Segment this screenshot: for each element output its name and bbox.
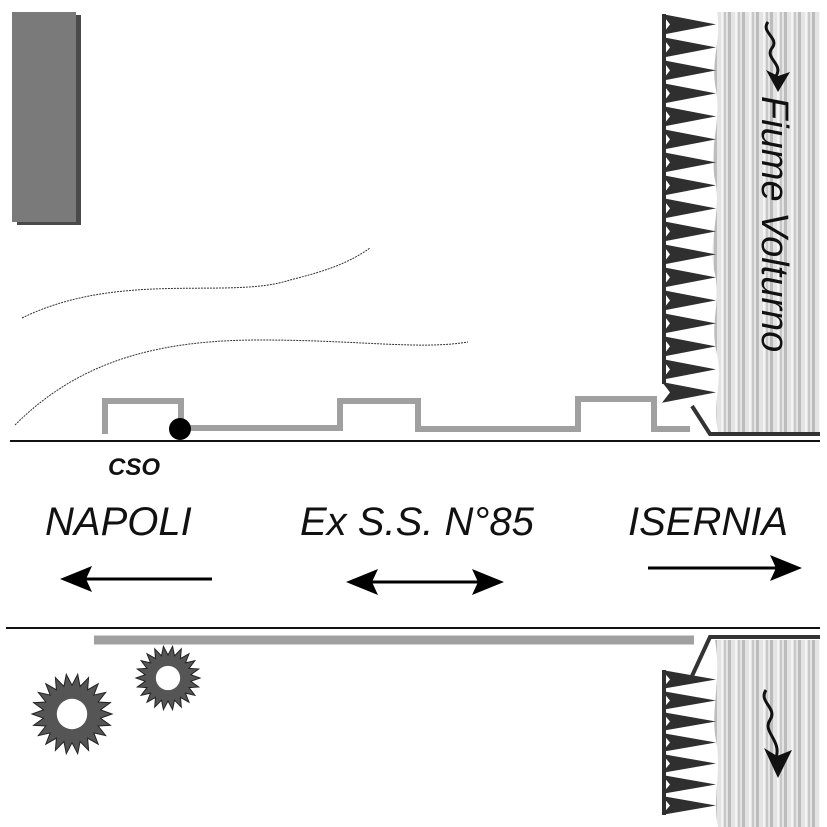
embankment-tooth — [662, 775, 716, 794]
embankment-tooth — [662, 313, 716, 334]
embankment-tooth — [662, 106, 716, 127]
double-arrow-icon — [346, 569, 504, 595]
embankment-tooth — [662, 670, 716, 689]
shrub-center — [56, 698, 88, 730]
arrow-right-icon — [648, 555, 802, 581]
flow-arrow-head-lower — [764, 748, 792, 778]
embankment-upper — [662, 14, 716, 403]
flow-arrow-head-upper — [766, 70, 790, 92]
river-upper — [712, 12, 820, 432]
embankment-tooth — [662, 359, 716, 380]
wavy-arrow-down-icon — [762, 689, 779, 759]
shrub-center — [155, 665, 181, 691]
embankment-tooth — [662, 336, 716, 357]
contour-lines — [14, 247, 469, 426]
embankment-lower — [662, 670, 716, 815]
embankment-tooth — [662, 37, 716, 58]
embankment-tooth — [662, 796, 716, 815]
embankment-tooth — [662, 14, 716, 35]
cso-label: CSO — [108, 454, 160, 481]
embankment-tooth — [662, 221, 716, 242]
cso-point-icon — [169, 418, 191, 440]
river-lower — [714, 640, 820, 827]
embankment-tooth — [662, 691, 716, 710]
embankment-tooth — [662, 290, 716, 311]
embankment-tooth — [662, 129, 716, 150]
building — [12, 12, 81, 225]
embankment-tooth — [662, 267, 716, 288]
embankment-tooth — [662, 712, 716, 731]
isernia-label: ISERNIA — [628, 500, 788, 544]
embankment-tooth — [662, 244, 716, 265]
shrub-icon — [30, 672, 114, 756]
embankment-tooth — [662, 83, 716, 104]
wavy-arrow-down-icon — [764, 21, 780, 77]
embankment-tooth — [662, 733, 716, 752]
embankment-tooth — [662, 754, 716, 773]
embankment-tooth — [662, 198, 716, 219]
napoli-label: NAPOLI — [45, 500, 192, 544]
embankment-tooth — [662, 382, 716, 403]
wall-upper — [102, 396, 690, 434]
road-name-label: Ex S.S. N°85 — [300, 500, 535, 544]
river-label: Fiume Volturno — [753, 96, 795, 352]
arrow-left-icon — [60, 566, 212, 592]
embankment-tooth — [662, 152, 716, 173]
embankment-tooth — [662, 175, 716, 196]
bank-edge-upper — [690, 404, 820, 436]
shrub-icon — [134, 644, 202, 712]
embankment-tooth — [662, 60, 716, 81]
bank-edge-lower — [690, 635, 820, 677]
